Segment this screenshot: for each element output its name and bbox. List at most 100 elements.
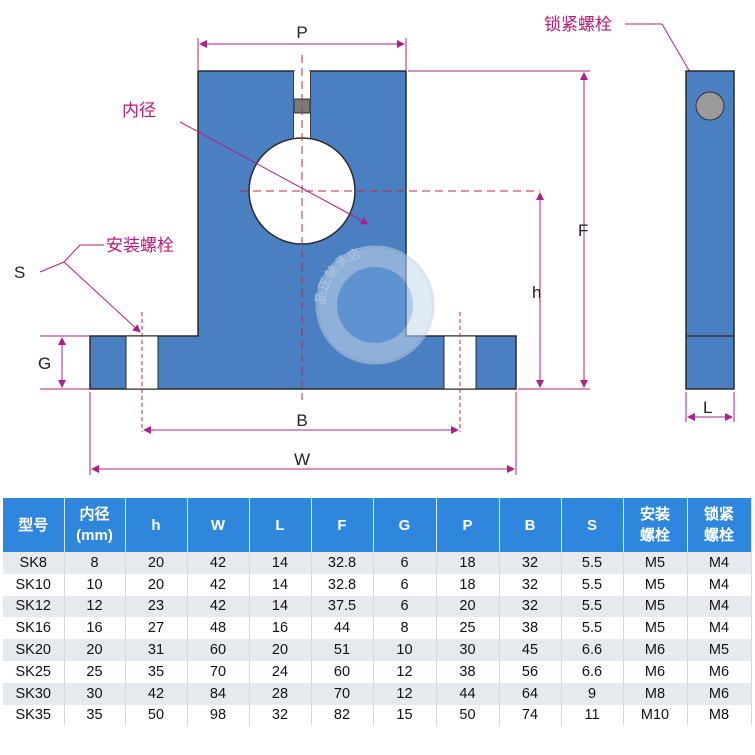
- table-cell: 32: [249, 704, 312, 727]
- table-cell: 6: [373, 595, 437, 618]
- table-cell: 44: [311, 617, 374, 640]
- column-header: 内径(mm): [64, 498, 126, 552]
- table-cell: 32: [499, 573, 562, 596]
- table-cell: SK8: [3, 552, 65, 574]
- lock-bolt-callout: 锁紧螺栓: [544, 15, 612, 35]
- column-header: h: [125, 498, 188, 552]
- dim-f-label: F: [578, 221, 588, 240]
- table-cell: M8: [687, 704, 752, 727]
- table-cell: 14: [249, 595, 312, 618]
- table-cell: 14: [249, 573, 312, 596]
- table-cell: 6: [373, 573, 437, 596]
- column-header: B: [499, 498, 562, 552]
- table-cell: 42: [187, 595, 250, 618]
- column-header: 锁紧螺栓: [687, 498, 752, 552]
- table-cell: M6: [623, 660, 688, 683]
- table-cell: 32: [499, 552, 562, 574]
- table-cell: 8: [64, 552, 126, 574]
- front-view: [89, 55, 540, 432]
- table-cell: M4: [687, 552, 752, 574]
- table-cell: 6.6: [561, 639, 624, 661]
- bore-callout: 内径: [122, 101, 156, 121]
- table-cell: 20: [64, 639, 126, 661]
- mount-bolt-callout: 安装螺栓: [106, 236, 174, 256]
- table-cell: 70: [311, 682, 374, 705]
- table-cell: 51: [311, 639, 374, 661]
- table-cell: 18: [436, 573, 500, 596]
- technical-drawing: 品正轴承店 P F h B W G S L 内径 安装螺栓 锁紧螺栓: [14, 15, 735, 475]
- table-cell: 12: [373, 660, 437, 683]
- table-cell: 14: [249, 552, 312, 574]
- table-cell: 5.5: [561, 552, 624, 574]
- watermark-seal: 品正轴承店: [314, 245, 435, 365]
- table-cell: M5: [623, 617, 688, 640]
- table-cell: 60: [187, 639, 250, 661]
- table-cell: SK25: [3, 660, 65, 683]
- table-cell: M4: [687, 595, 752, 618]
- table-cell: 60: [311, 660, 374, 683]
- table-cell: M6: [623, 639, 688, 661]
- table-cell: 20: [436, 595, 500, 618]
- column-header: 型号: [3, 498, 65, 552]
- table-cell: M4: [687, 573, 752, 596]
- table-cell: 64: [499, 682, 562, 705]
- table-cell: 70: [187, 660, 250, 683]
- table-cell: 6.6: [561, 660, 624, 683]
- table-cell: 32: [499, 595, 562, 618]
- dim-g-label: G: [38, 354, 51, 373]
- dim-l-label: L: [703, 398, 712, 417]
- table-cell: 10: [64, 573, 126, 596]
- table-cell: 42: [187, 552, 250, 574]
- table-cell: 10: [373, 639, 437, 661]
- dim-s-label: S: [14, 263, 25, 282]
- side-view: [685, 70, 735, 390]
- table-cell: 23: [125, 595, 188, 618]
- table-cell: 24: [249, 660, 312, 683]
- table-cell: 82: [311, 704, 374, 727]
- table-cell: 30: [436, 639, 500, 661]
- table-cell: 37.5: [311, 595, 374, 618]
- table-cell: 18: [436, 552, 500, 574]
- column-header: W: [187, 498, 250, 552]
- table-cell: 48: [187, 617, 250, 640]
- table-cell: 20: [249, 639, 312, 661]
- table-cell: M6: [687, 660, 752, 683]
- table-cell: 8: [373, 617, 437, 640]
- table-cell: M8: [623, 682, 688, 705]
- table-cell: SK10: [3, 573, 65, 596]
- table-cell: 35: [125, 660, 188, 683]
- table-cell: 5.5: [561, 595, 624, 618]
- column-header: S: [561, 498, 624, 552]
- table-cell: 56: [499, 660, 562, 683]
- table-cell: 42: [187, 573, 250, 596]
- table-cell: 5.5: [561, 617, 624, 640]
- table-cell: 32.8: [311, 552, 374, 574]
- table-cell: 5.5: [561, 573, 624, 596]
- lock-bolt-head: [695, 91, 725, 121]
- table-cell: M4: [687, 617, 752, 640]
- dim-w-label: W: [294, 450, 310, 469]
- table-cell: 16: [249, 617, 312, 640]
- table-cell: 35: [64, 704, 126, 727]
- table-cell: 20: [125, 552, 188, 574]
- table-cell: 74: [499, 704, 562, 727]
- table-cell: 15: [373, 704, 437, 727]
- table-cell: M5: [623, 595, 688, 618]
- table-cell: 50: [436, 704, 500, 727]
- table-cell: 38: [436, 660, 500, 683]
- table-cell: M5: [687, 639, 752, 661]
- table-cell: 6: [373, 552, 437, 574]
- dim-p-label: P: [296, 23, 307, 42]
- table-cell: 42: [125, 682, 188, 705]
- table-cell: 25: [64, 660, 126, 683]
- table-cell: SK30: [3, 682, 65, 705]
